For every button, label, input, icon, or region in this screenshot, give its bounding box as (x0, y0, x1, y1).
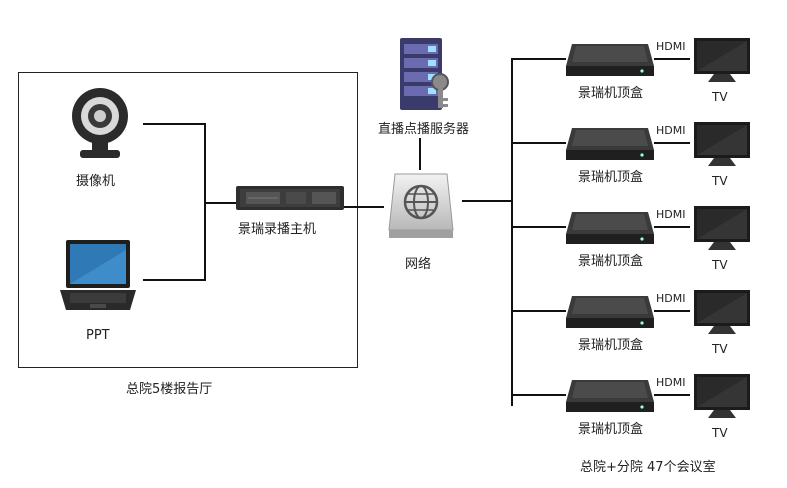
hdmi-label: HDMI (656, 40, 686, 53)
tv-icon (694, 290, 750, 334)
network-switch-icon (388, 173, 454, 238)
camera-label: 摄像机 (76, 174, 116, 189)
tv-icon (694, 38, 750, 82)
laptop-link-line (143, 279, 205, 281)
stb-label: 景瑞机顶盒 (578, 422, 644, 437)
hdmi-link-line (654, 142, 690, 144)
stb-label: 景瑞机顶盒 (578, 338, 644, 353)
vod-server-label: 直播点播服务器 (378, 122, 470, 137)
recorder-label: 景瑞录播主机 (238, 222, 317, 237)
hdmi-link-line (654, 58, 690, 60)
bus-branch-line (512, 226, 566, 228)
hdmi-label: HDMI (656, 124, 686, 137)
bus-branch-line (512, 310, 566, 312)
hdmi-label: HDMI (656, 292, 686, 305)
tv-icon (694, 122, 750, 166)
webcam-icon (72, 88, 128, 158)
hdmi-link-line (654, 226, 690, 228)
tv-label: TV (712, 174, 728, 188)
set-top-box-icon (566, 380, 654, 412)
server-icon (400, 38, 449, 110)
set-top-box-icon (566, 212, 654, 244)
hdmi-label: HDMI (656, 208, 686, 221)
network-to-bus-line (462, 200, 512, 202)
branch-caption: 总院+分院 47个会议室 (580, 460, 716, 475)
camera-link-line (143, 123, 205, 125)
room-caption: 总院5楼报告厅 (126, 382, 213, 397)
set-top-box-icon (566, 128, 654, 160)
tv-icon (694, 374, 750, 418)
room-boundary (18, 72, 358, 368)
bus-branch-line (512, 58, 566, 60)
tv-label: TV (712, 342, 728, 356)
stb-label: 景瑞机顶盒 (578, 254, 644, 269)
tv-icon (694, 206, 750, 250)
tv-label: TV (712, 90, 728, 104)
bus-to-recorder-line (204, 202, 236, 204)
laptop-label: PPT (86, 328, 110, 343)
tv-label: TV (712, 426, 728, 440)
bus-branch-line (512, 142, 566, 144)
network-label: 网络 (405, 257, 432, 272)
stb-label: 景瑞机顶盒 (578, 170, 644, 185)
set-top-box-icon (566, 44, 654, 76)
tv-label: TV (712, 258, 728, 272)
laptop-icon (60, 240, 136, 310)
hdmi-link-line (654, 394, 690, 396)
server-to-network-line (419, 138, 421, 170)
hdmi-link-line (654, 310, 690, 312)
recorder-icon (236, 186, 344, 210)
recorder-to-network-line (344, 206, 384, 208)
distribution-bus-line (511, 58, 513, 406)
set-top-box-icon (566, 296, 654, 328)
hdmi-label: HDMI (656, 376, 686, 389)
bus-branch-line (512, 394, 566, 396)
stb-label: 景瑞机顶盒 (578, 86, 644, 101)
